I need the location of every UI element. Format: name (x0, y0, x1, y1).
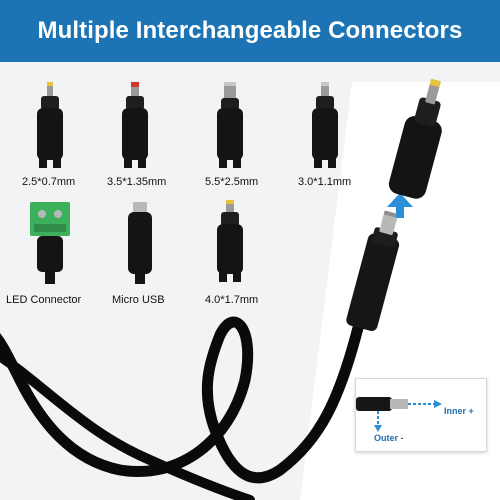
connector-tip-icon (122, 82, 148, 168)
connector-3 (210, 82, 250, 172)
connector-1 (30, 82, 70, 172)
connector-6 (120, 200, 160, 285)
connector-label: 3.5*1.35mm (107, 176, 167, 188)
page-title: Multiple Interchangeable Connectors (37, 17, 463, 44)
connector-label: 3.0*1.1mm (298, 176, 352, 188)
connector-7 (210, 200, 250, 285)
connector-tip-icon (312, 82, 338, 168)
connector-tip-icon (217, 200, 243, 282)
dc-plug-icon (356, 397, 442, 432)
inner-polarity-label: Inner + (444, 406, 474, 416)
outer-polarity-label: Outer - (374, 433, 404, 443)
connector-label: 4.0*1.7mm (205, 294, 259, 306)
micro-usb-connector-icon (128, 202, 152, 284)
connector-5 (20, 200, 80, 285)
connector-tip-icon (217, 82, 243, 168)
connector-2 (115, 82, 155, 172)
arrow-up-icon (387, 193, 413, 218)
polarity-inset: Inner + Outer - (355, 378, 487, 452)
connector-tip-icon (37, 82, 63, 168)
connector-label: LED Connector (6, 294, 82, 306)
connector-label: 2.5*0.7mm (22, 176, 76, 188)
led-terminal-connector-icon (30, 202, 70, 284)
connector-4 (305, 82, 345, 172)
connector-label: Micro USB (112, 294, 165, 306)
header-banner (0, 0, 500, 62)
connector-label: 5.5*2.5mm (205, 176, 259, 188)
